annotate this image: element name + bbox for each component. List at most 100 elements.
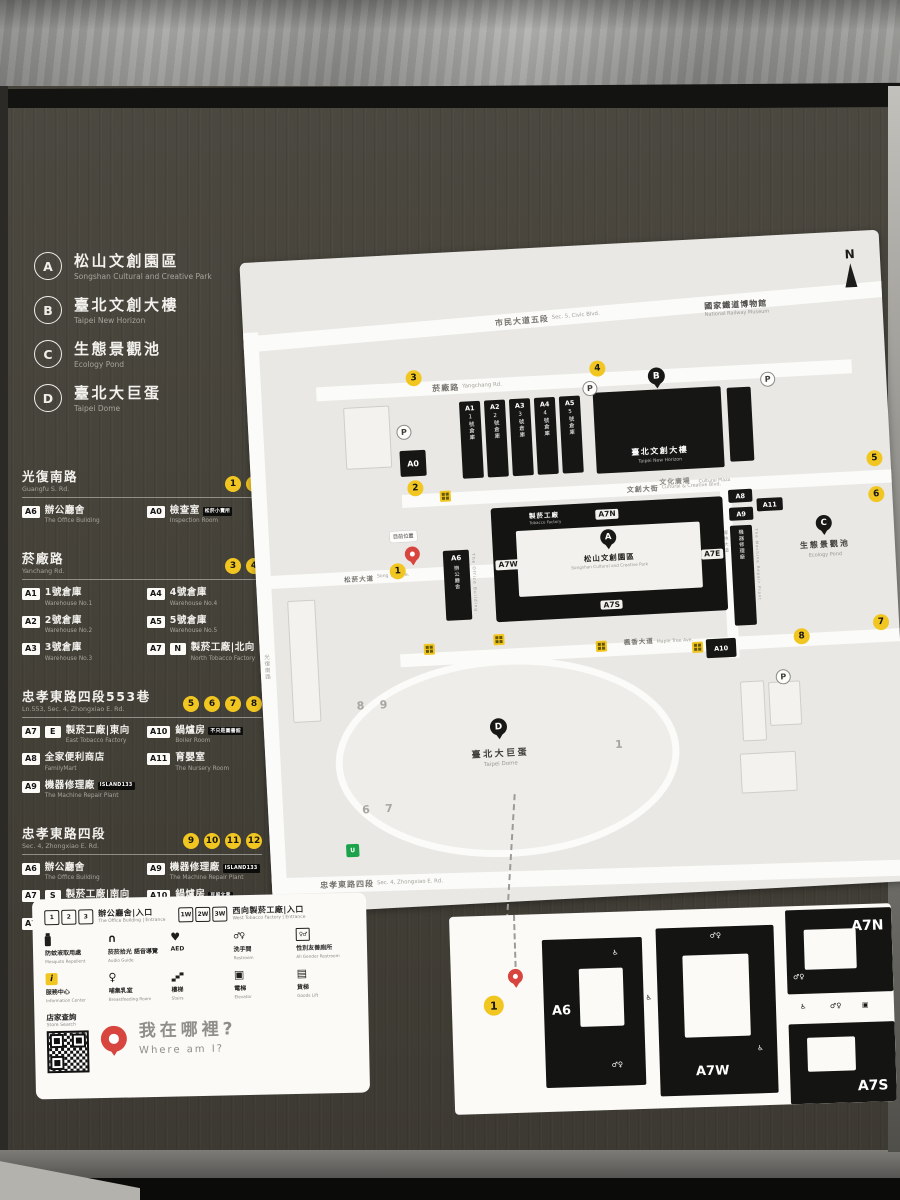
- building-code: A8: [22, 753, 40, 766]
- legend-zh: 服務中心: [45, 988, 70, 997]
- route-circle: 8: [246, 695, 262, 712]
- warehouse-a5: A5 5號倉庫: [558, 395, 584, 474]
- facility-badge: [423, 643, 436, 656]
- facility-badge: [493, 633, 505, 646]
- store-search: 店家查詢 Store Search: [46, 1011, 90, 1074]
- section-title-en: Yanchang Rd.: [22, 568, 65, 576]
- legend-zh: 松山文創園區: [74, 252, 180, 270]
- row-zh: 4號倉庫: [169, 587, 207, 599]
- a-complex-en: Songshan Cultural and Creative Park: [571, 561, 649, 571]
- label-a7s: A7S: [600, 599, 624, 610]
- warehouse-a1: A1 1號倉庫: [458, 400, 484, 479]
- building-a0: A0: [399, 449, 427, 478]
- hotel-block: [739, 680, 768, 742]
- row-zh: 辦公廳舍: [44, 861, 85, 873]
- facility-legend: 防蚊液取用處 Mosquito Repellent ∩ 菸菸拾光 語音導覽 Au…: [44, 927, 356, 1003]
- entrance-west-factory: 1W 2W 3W 西向製菸工廠|入口 West Tobacco Factory …: [178, 904, 306, 923]
- warehouse-zh: 2號倉庫: [492, 412, 500, 440]
- store-search-en: Store Search: [46, 1022, 77, 1029]
- route-circle: 11: [225, 832, 241, 849]
- cinema-block: [343, 405, 393, 470]
- building-a11: A11: [756, 497, 784, 512]
- road-label-en: Yangchang Rd.: [461, 381, 503, 390]
- warehouse-code: A5: [564, 398, 575, 408]
- audio-guide-icon: ∩: [107, 931, 117, 945]
- directory-section-guangfu: 光復南路 Guangfu S. Rd. 1 2 A6 辦公廳舍 The Offi…: [22, 466, 262, 533]
- section-header: 忠孝東路四段 Sec. 4, Zhongxiao E. Rd. 9 10 11 …: [22, 823, 262, 855]
- legend-zh: 菸菸拾光 語音導覽: [107, 947, 159, 956]
- legend-en: Stairs: [171, 995, 184, 1001]
- row-en: The Office Building: [44, 875, 100, 882]
- wheelchair-icon: ♿: [757, 1044, 764, 1053]
- wheelchair-icon: ♿: [612, 948, 619, 957]
- section-title-en: Sec. 4, Zhongxiao E. Rd.: [22, 842, 100, 850]
- aed-icon: ♥: [170, 930, 181, 944]
- wheelchair-icon: ♿: [645, 993, 653, 1002]
- row-zh: 3號倉庫: [44, 642, 82, 654]
- legend-item: C 生態景觀池 Ecology Pond: [34, 340, 244, 369]
- section-header: 菸廠路 Yanchang Rd. 3 4: [22, 548, 262, 581]
- row-en: The Machine Repair Plant: [44, 792, 119, 799]
- factory-label: 製菸工廠 Tobacco Factory: [529, 509, 562, 526]
- where-am-i-zh: 我在哪裡?: [138, 1019, 237, 1042]
- building-code: A7: [22, 725, 40, 738]
- building-a6: A6 辦公廳舍: [442, 549, 473, 621]
- where-am-i-pin: [100, 1025, 128, 1053]
- row-en: Warehouse No.1: [44, 600, 93, 607]
- plan-building-a7s: A7S: [788, 1021, 898, 1105]
- building-code: A4: [147, 588, 165, 601]
- road-label-zh: 市民大道五段: [494, 313, 550, 328]
- building-a8: A8: [727, 488, 753, 503]
- plaza-zh: 文化廣場: [659, 476, 691, 487]
- repair-en: The Machine Repair Plant: [753, 528, 763, 601]
- building-code: A9: [22, 780, 40, 793]
- warehouse-a2: A2 2號倉庫: [483, 399, 509, 478]
- row-en: The Machine Repair Plant: [169, 875, 244, 882]
- store-search-qr-code: [46, 1030, 90, 1074]
- warehouse-zh: 3號倉庫: [517, 411, 525, 439]
- warehouse-code: A1: [464, 404, 475, 413]
- row-en: North Tobacco Factory: [190, 655, 256, 662]
- legend-zh: 哺集乳室: [108, 987, 133, 995]
- entrance-icon: 3: [78, 908, 94, 925]
- repair-zh: 機器修理廠: [737, 529, 746, 561]
- section-title-zh: 忠孝東路四段553巷: [22, 688, 151, 704]
- map-circle: 5: [866, 449, 883, 467]
- road-label-zh: 楓香大道: [623, 637, 654, 647]
- legend-en: Elevator: [234, 993, 252, 1000]
- legend-en: Taipei Dome: [74, 404, 121, 413]
- legend-en: Ecology Pond: [74, 360, 125, 369]
- row-en: FamilyMart: [44, 765, 77, 772]
- building-code-suffix: N: [169, 643, 186, 656]
- entrance-office: 1 2 3 辦公廳舍|入口 The Office Building | Entr…: [44, 907, 166, 926]
- information-icon: i: [45, 971, 104, 985]
- footer-floor-plan: 1 A6 ♿ ♂♀ A7W ♂♀ ♿ A7N ♂♀ A7S ♿ ♂♀ ▣ ♿: [448, 903, 898, 1115]
- row-en: East Tobacco Factory: [65, 738, 127, 745]
- store-search-zh: 店家查詢: [46, 1012, 77, 1023]
- route-circle: 1: [225, 476, 241, 492]
- route-circle: 10: [204, 832, 220, 849]
- breastfeeding-icon: ♀: [108, 970, 117, 984]
- plan-circle-1: 1: [483, 995, 505, 1016]
- factory-courtyard: A 松山文創園區 Songshan Cultural and Creative …: [515, 521, 703, 598]
- gate-number: 7: [384, 801, 394, 816]
- plan-building-a6: A6 ♿ ♂♀: [541, 936, 647, 1089]
- metal-frame-top: [0, 0, 900, 86]
- section-title-en: Guangfu S. Rd.: [22, 486, 70, 493]
- warehouse-a3: A3 3號倉庫: [508, 398, 534, 477]
- a6-zh: 辦公廳舍: [452, 565, 461, 591]
- plan-a7s-label: A7S: [857, 1077, 889, 1095]
- row-zh: 機器修理廠: [44, 779, 95, 791]
- where-am-i: 我在哪裡? Where am I?: [100, 1018, 238, 1057]
- tenant-tag: ISLAND133: [97, 781, 135, 791]
- section-title-zh: 光復南路: [22, 469, 79, 484]
- directory-row: A6 辦公廳舍 The Office Building: [22, 505, 137, 524]
- factory-en: Tobacco Factory: [529, 518, 562, 526]
- entrance-en: The Office Building | Entrance: [98, 917, 166, 925]
- north-arrow: N: [843, 247, 858, 288]
- building-taipei-new-horizon: 臺北文創大樓 Taipei New Horizon: [592, 386, 725, 474]
- parking-icon: P: [759, 371, 776, 388]
- frame-edge-left: [0, 86, 8, 1200]
